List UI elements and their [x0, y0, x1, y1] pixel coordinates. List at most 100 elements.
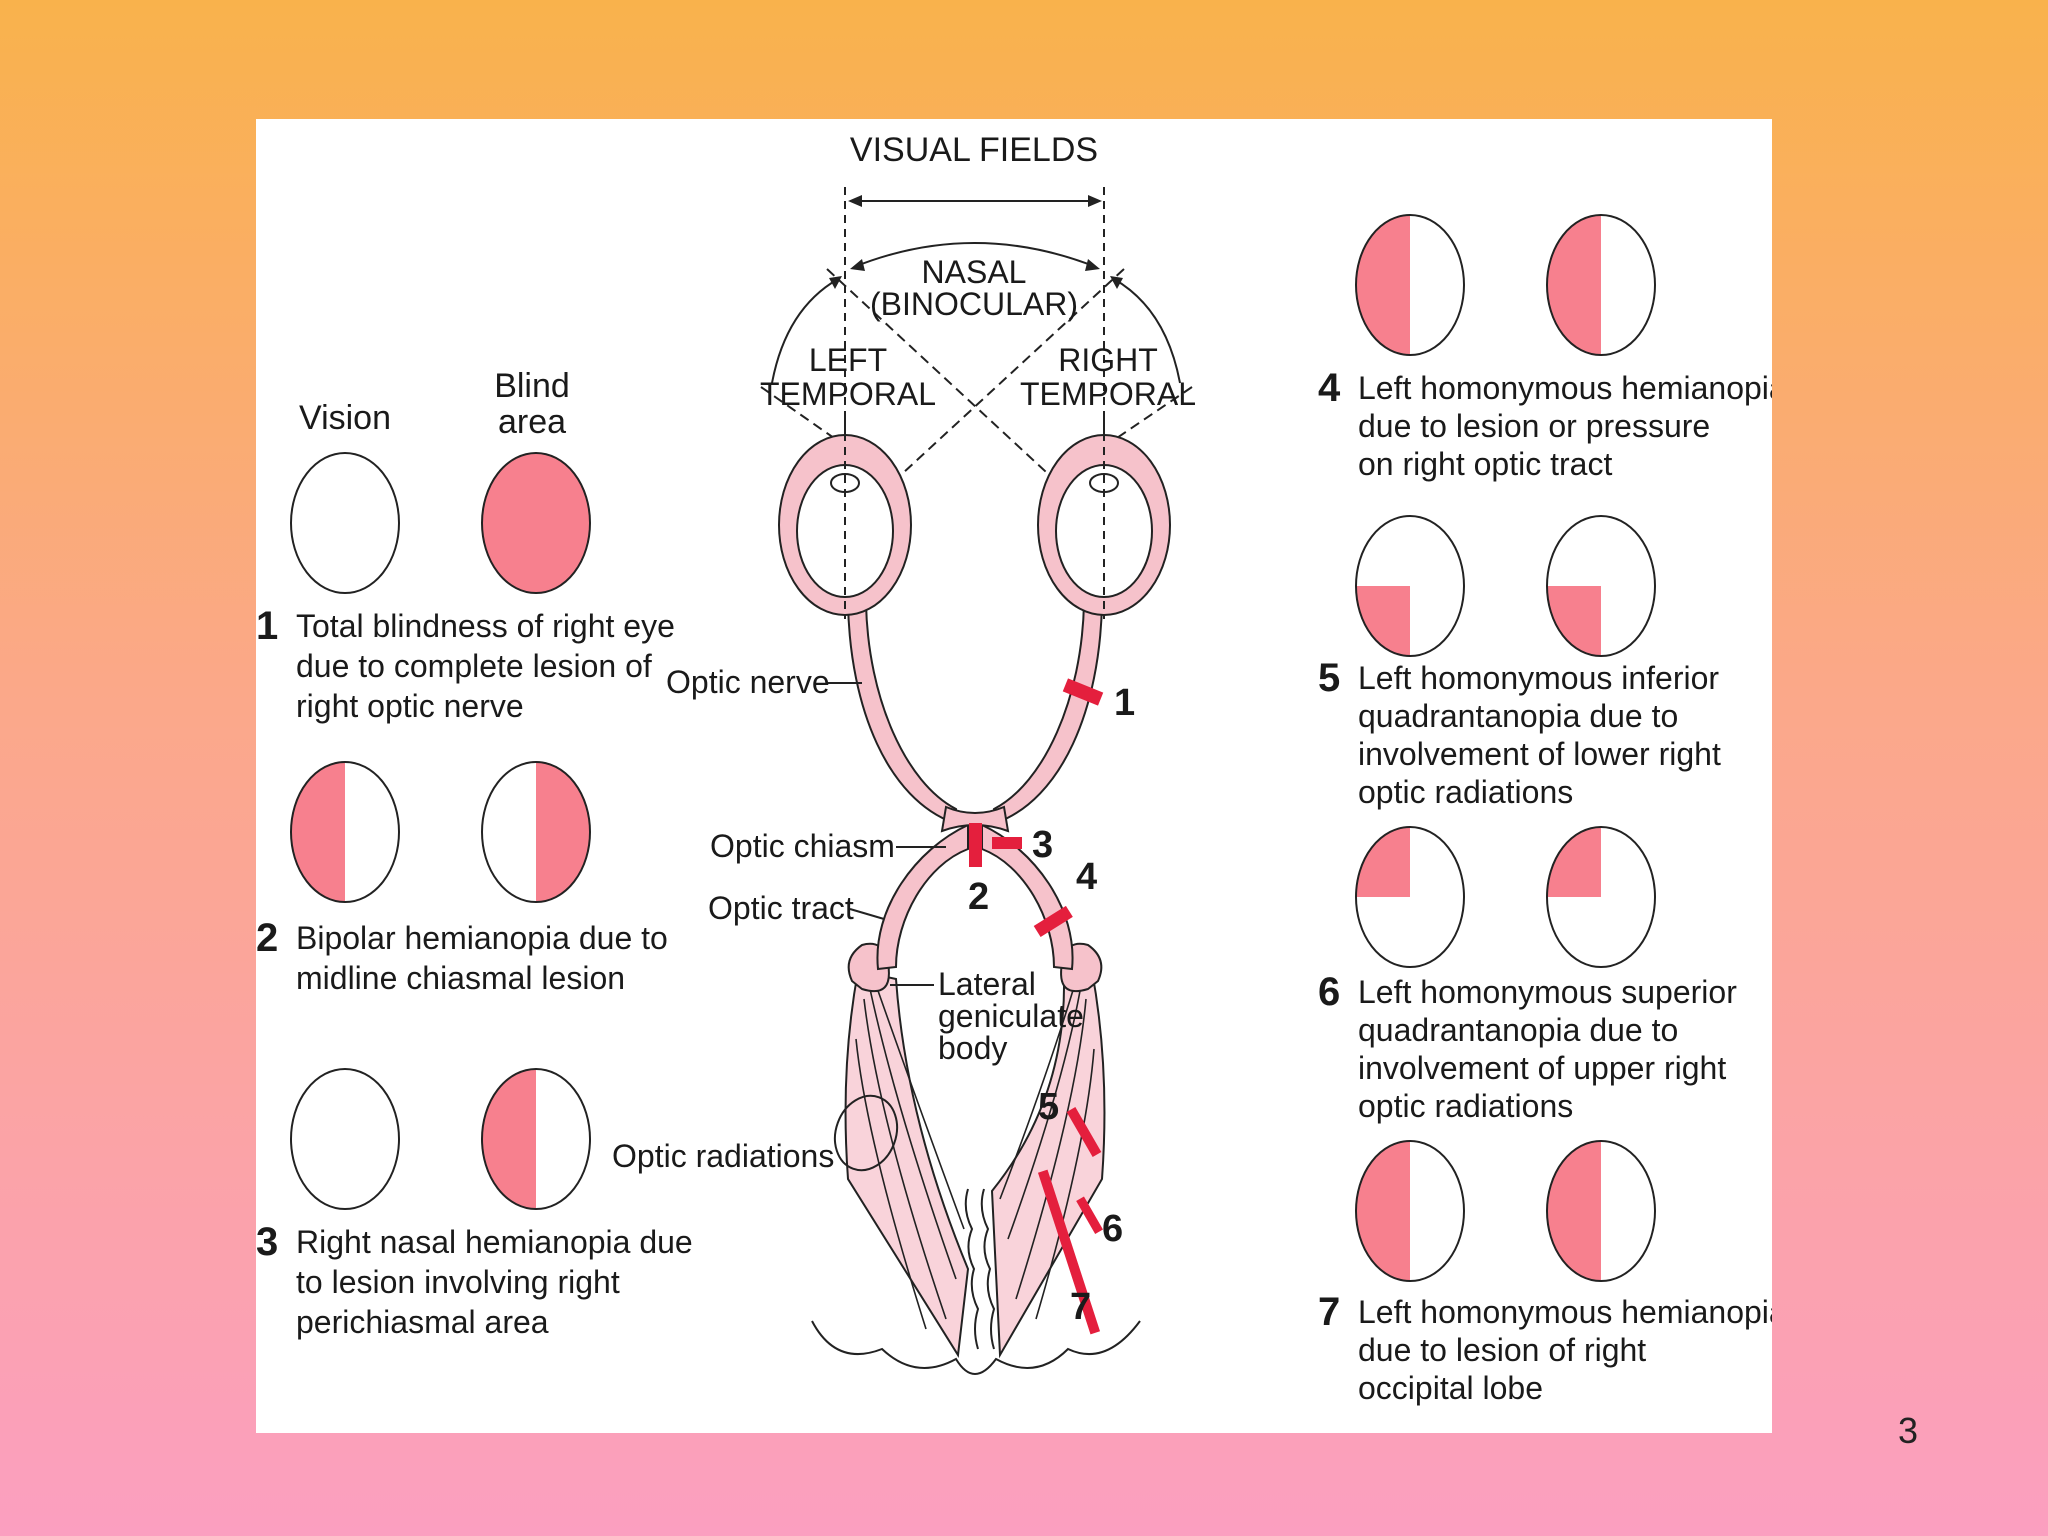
case-line: involvement of lower right: [1358, 736, 1721, 772]
right-temporal-label: TEMPORAL: [1020, 376, 1196, 412]
nasal-arc-head-right: [1085, 259, 1100, 271]
arrow-head-left: [848, 195, 862, 207]
lesion-numbers: 1 2 3 4 5 6 7: [968, 682, 1135, 1328]
case-number: 6: [1318, 970, 1340, 1014]
field-4-right-eye: [1546, 214, 1656, 356]
field-2-left-eye: [290, 761, 400, 903]
case-line: Left homonymous hemianopia: [1358, 1294, 1772, 1330]
right-cross-line: [863, 268, 1125, 510]
field-1-left-eye: [290, 452, 400, 594]
lesion-6: [1076, 1196, 1103, 1234]
case-line: Left homonymous inferior: [1358, 660, 1719, 696]
binocular-label: (BINOCULAR): [870, 286, 1078, 322]
lesion-7: [1037, 1169, 1101, 1335]
lgb-label-line1: Lateral: [938, 966, 1036, 1002]
diagram-title: VISUAL FIELDS: [850, 131, 1098, 169]
nasal-arc: [853, 242, 1097, 268]
left-cross-line: [826, 268, 1087, 510]
case-number: 4: [1318, 366, 1341, 410]
optic-radiations-label: Optic radiations: [612, 1138, 834, 1174]
case-line: quadrantanopia due to: [1358, 698, 1678, 734]
left-column: Vision Blind area 1 Total blindness of r…: [256, 367, 693, 1340]
right-temporal-arc: [1113, 278, 1181, 384]
anatomy-labels: Optic nerve Optic chiasm Optic tract Lat…: [612, 664, 1084, 1174]
left-optic-nerve: [846, 602, 958, 825]
right-optic-nerve: [992, 602, 1104, 825]
left-label: LEFT: [809, 342, 887, 378]
lesion-number-7: 7: [1070, 1286, 1091, 1328]
field-1-right-eye: [481, 452, 591, 594]
diagram-panel: VISUAL FIELDS NASAL (BINOCULAR) LEFT TEM…: [256, 119, 1772, 1433]
case-5-caption: 5 Left homonymous inferior quadrantanopi…: [1318, 656, 1721, 810]
lesion-2: [969, 823, 982, 867]
lesion-number-4: 4: [1076, 856, 1097, 898]
case-line: right optic nerve: [296, 688, 524, 724]
field-4-left-eye: [1355, 214, 1465, 356]
case-number: 2: [256, 916, 278, 960]
case-line: optic radiations: [1358, 1088, 1573, 1124]
optic-chiasm-label: Optic chiasm: [710, 828, 895, 864]
field-3-left-eye: [290, 1068, 400, 1210]
case-1-caption: 1 Total blindness of right eye due to co…: [256, 604, 675, 724]
optic-tract-label: Optic tract: [708, 890, 854, 926]
occipital-cortex-outline: [811, 1320, 1141, 1375]
field-5-right-eye: [1546, 515, 1656, 657]
lesion-4: [1033, 905, 1073, 938]
case-line: perichiasmal area: [296, 1304, 549, 1340]
field-7-left-eye: [1355, 1140, 1465, 1282]
lesion-1: [1062, 678, 1104, 706]
lesion-5: [1066, 1106, 1102, 1158]
lesion-marks: [969, 678, 1104, 1335]
case-2-caption: 2 Bipolar hemianopia due to midline chia…: [256, 916, 668, 996]
case-line: on right optic tract: [1358, 446, 1612, 482]
visual-fields-header: VISUAL FIELDS NASAL (BINOCULAR) LEFT TEM…: [760, 131, 1196, 609]
right-arc-head: [1110, 276, 1123, 289]
lgb-label-line2: geniculate: [938, 998, 1084, 1034]
lesion-number-1: 1: [1114, 682, 1135, 724]
case-4-caption: 4 Left homonymous hemianopia due to lesi…: [1318, 366, 1772, 482]
case-line: quadrantanopia due to: [1358, 1012, 1678, 1048]
right-optic-tract: [981, 823, 1074, 971]
case-6-caption: 6 Left homonymous superior quadrantanopi…: [1318, 970, 1737, 1124]
optic-nerve-label: Optic nerve: [666, 664, 830, 700]
case-line: due to complete lesion of: [296, 648, 652, 684]
right-label: RIGHT: [1058, 342, 1158, 378]
case-number: 3: [256, 1220, 278, 1264]
case-line: Bipolar hemianopia due to: [296, 920, 668, 956]
case-line: to lesion involving right: [296, 1264, 620, 1300]
right-column: 4 Left homonymous hemianopia due to lesi…: [1318, 214, 1772, 1406]
case-number: 7: [1318, 1290, 1340, 1334]
case-line: Right nasal hemianopia due: [296, 1224, 693, 1260]
case-3-caption: 3 Right nasal hemianopia due to lesion i…: [256, 1220, 693, 1340]
case-line: due to lesion or pressure: [1358, 408, 1710, 444]
case-line: optic radiations: [1358, 774, 1573, 810]
nasal-label: NASAL: [922, 254, 1027, 290]
right-outer-line: [1085, 386, 1193, 460]
lesion-3: [992, 837, 1022, 849]
lesion-number-6: 6: [1102, 1208, 1123, 1250]
vision-header: Vision: [299, 399, 391, 437]
lgb-label-line3: body: [938, 1030, 1007, 1066]
left-temporal-label: TEMPORAL: [760, 376, 936, 412]
optic-chiasm: [940, 805, 1010, 833]
optic-radiations-leader-loop: [833, 1094, 899, 1172]
case-line: occipital lobe: [1358, 1370, 1543, 1406]
case-7-caption: 7 Left homonymous hemianopia due to lesi…: [1318, 1290, 1772, 1406]
case-line: involvement of upper right: [1358, 1050, 1726, 1086]
visual-pathway: [778, 419, 1171, 1375]
field-2-right-eye: [481, 761, 591, 903]
optic-tract-leader: [849, 908, 885, 920]
blind-header-line1: Blind: [494, 367, 570, 405]
midline-fissure-right: [980, 1188, 996, 1350]
field-5-left-eye: [1355, 515, 1465, 657]
case-line: due to lesion of right: [1358, 1332, 1646, 1368]
field-6-right-eye: [1546, 826, 1656, 968]
page-number: 3: [1898, 1410, 1919, 1451]
lesion-number-2: 2: [968, 876, 989, 918]
lesion-number-5: 5: [1038, 1086, 1059, 1128]
case-number: 1: [256, 604, 278, 648]
case-number: 5: [1318, 656, 1340, 700]
left-temporal-arc: [771, 278, 839, 384]
arrow-head-right: [1088, 195, 1102, 207]
left-arc-head: [829, 276, 842, 289]
